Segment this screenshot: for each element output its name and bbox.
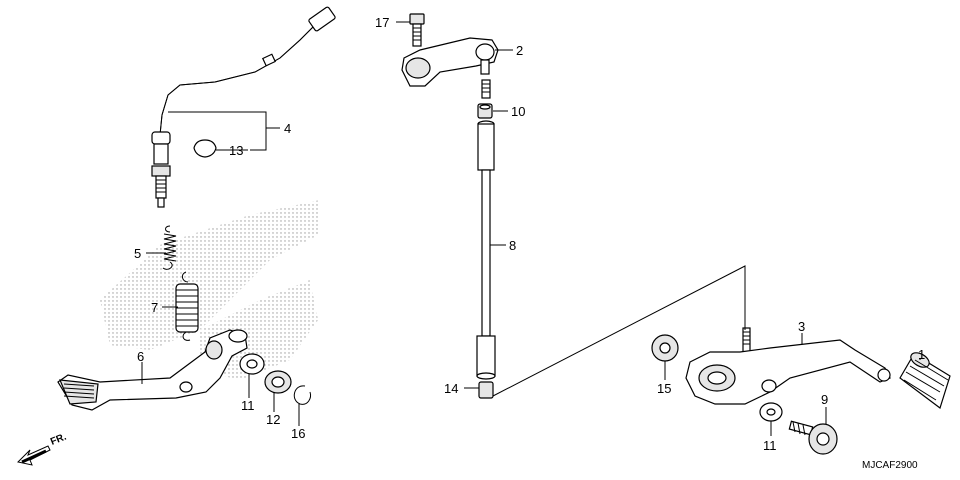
joint-stud-part [481, 79, 491, 99]
clip-part [293, 385, 311, 405]
bolt-part-9 [788, 420, 838, 455]
washer-part-15 [651, 334, 679, 362]
rear-brake-switch-part [151, 6, 336, 208]
diagram-code: MJCAF2900 [862, 460, 918, 471]
callout-17: 17 [375, 15, 389, 30]
large-spring-part [175, 271, 199, 341]
callout-8: 8 [509, 238, 516, 253]
bolt-part-17 [409, 13, 425, 47]
shift-lever-part [685, 327, 891, 405]
callout-11-right: 11 [763, 438, 777, 453]
washer-part-left [239, 353, 265, 375]
shift-rod-part [476, 120, 496, 380]
nut-part-14 [478, 381, 494, 399]
callout-14: 14 [444, 381, 458, 396]
callout-13: 13 [229, 143, 243, 158]
callout-6: 6 [137, 349, 144, 364]
callout-9: 9 [821, 392, 828, 407]
washer-part-right [759, 402, 783, 422]
shift-rubber-part [899, 352, 951, 409]
washer-part-12 [264, 370, 292, 394]
callout-1: 1 [918, 347, 925, 362]
callout-3: 3 [798, 319, 805, 334]
shift-arm-part [401, 37, 499, 87]
callout-10: 10 [511, 104, 525, 119]
small-spring-part [162, 225, 177, 270]
cap-part [193, 139, 217, 158]
callout-12: 12 [266, 412, 280, 427]
callout-4: 4 [284, 121, 291, 136]
front-direction-arrow: FR. [16, 431, 68, 466]
callout-11-left: 11 [241, 398, 255, 413]
direction-label: FR. [49, 431, 68, 447]
leader-lines [141, 21, 921, 436]
callout-7: 7 [151, 300, 158, 315]
brake-pedal-part [57, 329, 248, 411]
callout-16: 16 [291, 426, 305, 441]
nut-part-10 [477, 103, 493, 119]
callout-2: 2 [516, 43, 523, 58]
callout-15: 15 [657, 381, 671, 396]
callout-5: 5 [134, 246, 141, 261]
